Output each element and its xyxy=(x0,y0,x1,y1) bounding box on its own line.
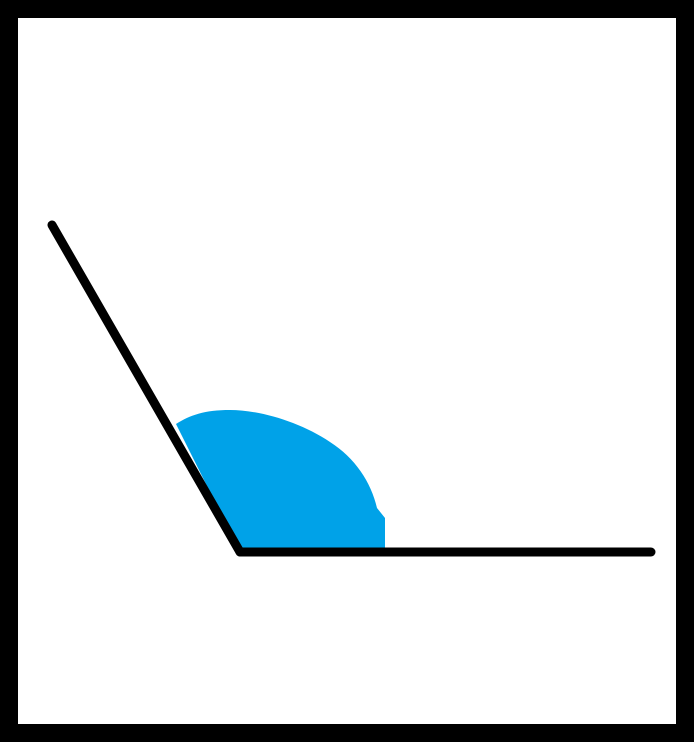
frame-border xyxy=(9,9,685,733)
